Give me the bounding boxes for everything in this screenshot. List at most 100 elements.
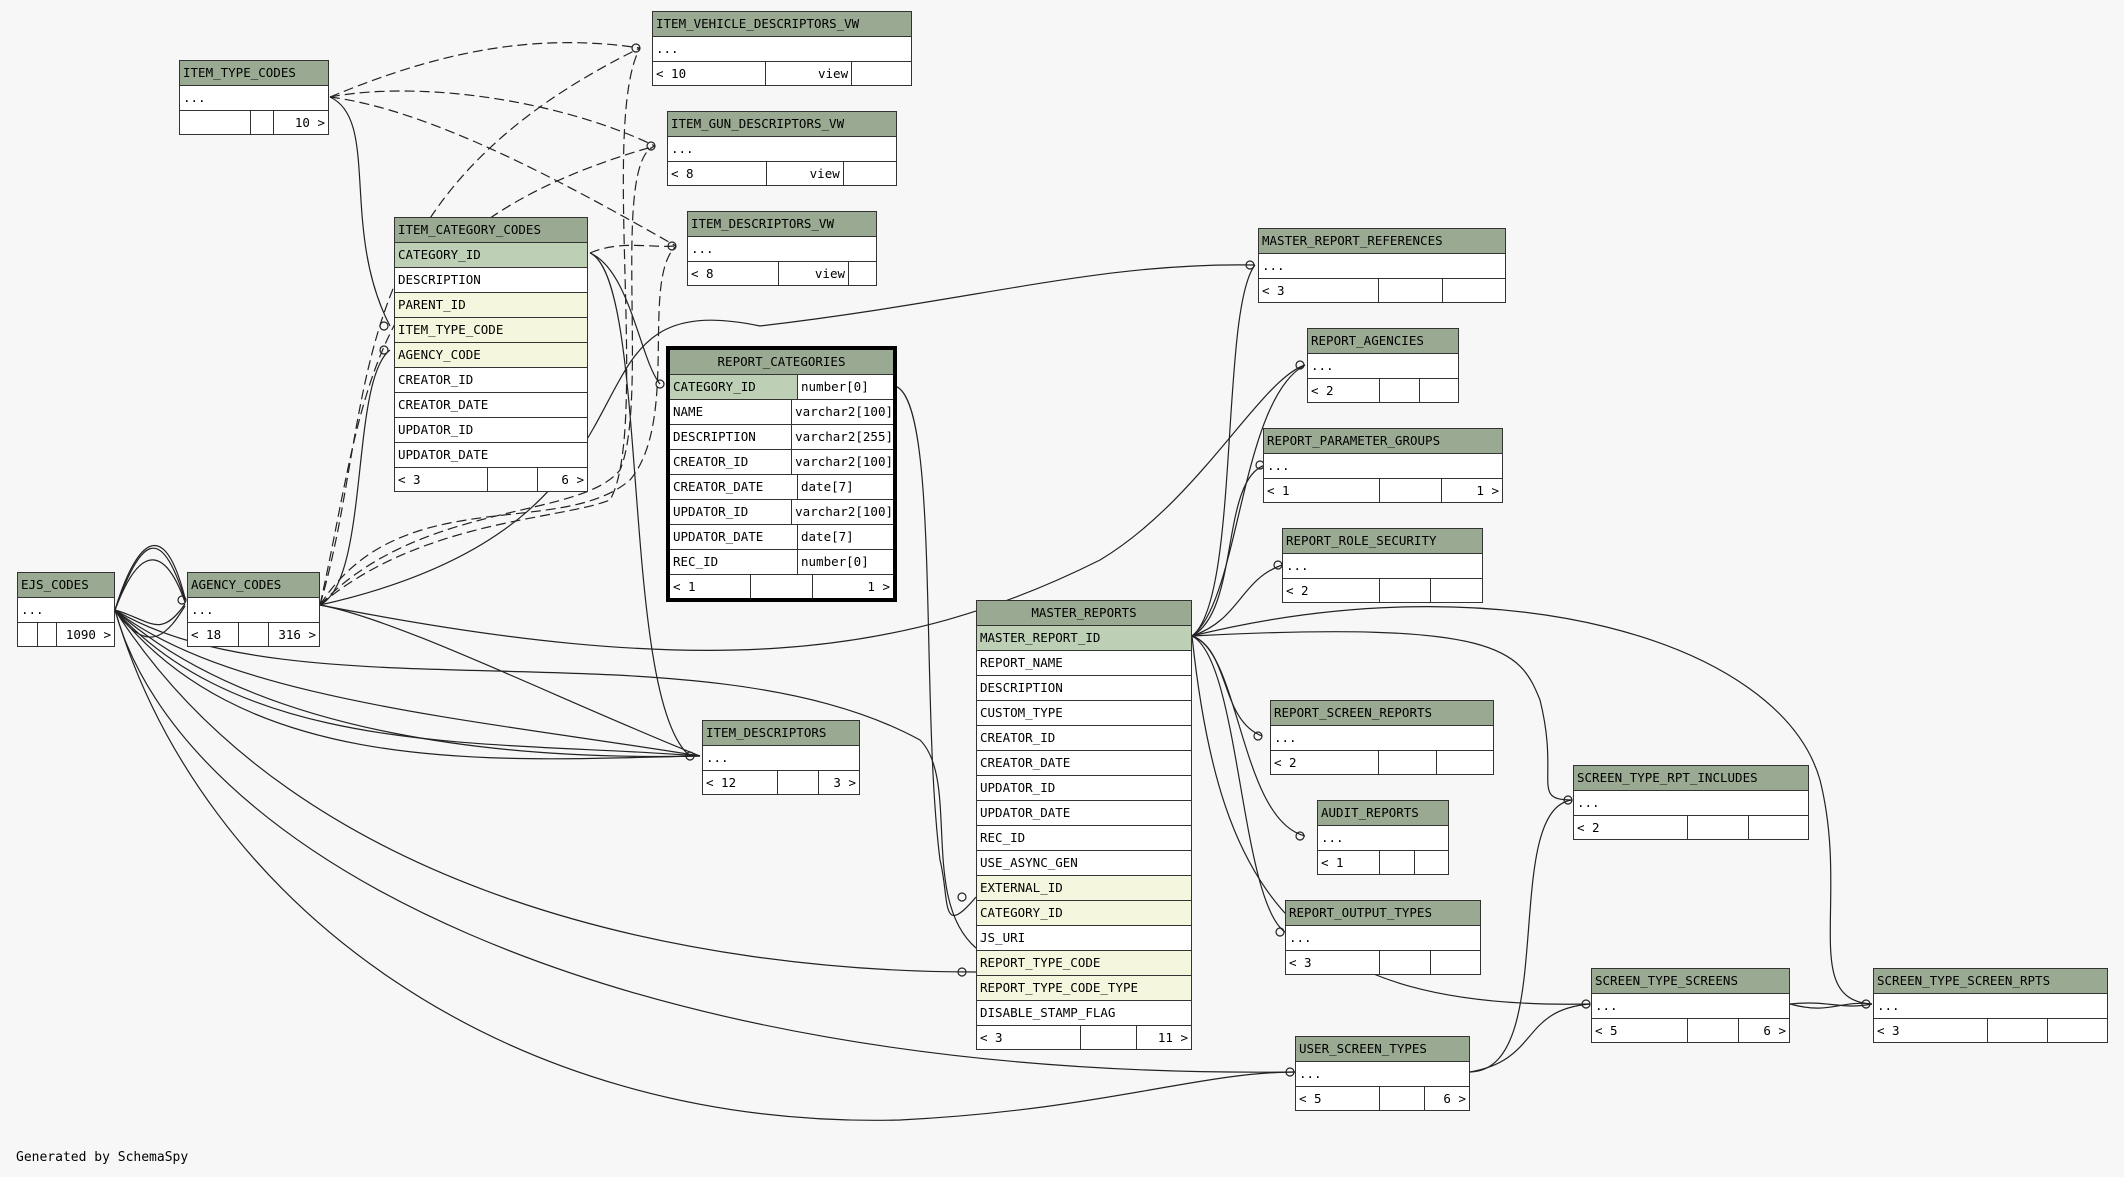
column-name: MASTER_REPORT_ID <box>980 630 1101 645</box>
table-title: REPORT_OUTPUT_TYPES <box>1286 901 1480 926</box>
parent-count: < 10 <box>653 62 766 85</box>
column-row: DISABLE_STAMP_FLAG <box>977 1001 1191 1026</box>
relation-line <box>114 559 186 611</box>
zero-marker <box>1581 999 1591 1009</box>
column-name: CATEGORY_ID <box>980 905 1063 920</box>
child-count: 10 > <box>294 115 325 130</box>
spacer-cell <box>488 468 538 491</box>
spacer-cell <box>1380 379 1420 402</box>
table-title: REPORT_CATEGORIES <box>670 350 893 375</box>
relation-line <box>114 547 186 611</box>
table-item-descriptors-vw[interactable]: ITEM_DESCRIPTORS_VW ... < 8 view <box>687 211 877 286</box>
table-item-gun-descriptors-vw[interactable]: ITEM_GUN_DESCRIPTORS_VW ... < 8 view <box>667 111 897 186</box>
column-row: USE_ASYNC_GEN <box>977 851 1191 876</box>
relation-line <box>1191 364 1306 637</box>
table-item-category-codes[interactable]: ITEM_CATEGORY_CODES CATEGORY_ID DESCRIPT… <box>394 217 588 492</box>
table-agency-codes[interactable]: AGENCY_CODES ... < 18 316 > <box>187 572 320 647</box>
table-report-parameter-groups[interactable]: REPORT_PARAMETER_GROUPS ... < 1 1 > <box>1263 428 1503 503</box>
column-name: REPORT_NAME <box>980 655 1063 670</box>
column-type: varchar2[100] <box>791 500 893 524</box>
zero-marker <box>1295 831 1305 841</box>
view-label: view <box>767 162 844 185</box>
collapsed-columns: ... <box>1318 826 1448 851</box>
table-item-vehicle-descriptors-vw[interactable]: ITEM_VEHICLE_DESCRIPTORS_VW ... < 10 vie… <box>652 11 912 86</box>
table-title: AUDIT_REPORTS <box>1318 801 1448 826</box>
column-row: UPDATOR_DATE date[7] <box>670 525 893 550</box>
relation-line <box>114 609 701 757</box>
relation-line <box>329 90 656 147</box>
column-name: UPDATOR_ID <box>980 780 1056 795</box>
table-screen-type-rpt-includes[interactable]: SCREEN_TYPE_RPT_INCLUDES ... < 2 <box>1573 765 1809 840</box>
zero-marker <box>685 751 695 761</box>
column-type: varchar2[100] <box>791 400 893 424</box>
relation-line <box>1789 1002 1873 1007</box>
parent-count: < 3 <box>1874 1019 1988 1042</box>
column-row: UPDATOR_DATE <box>395 443 587 468</box>
column-name: UPDATOR_DATE <box>673 529 764 544</box>
table-footer: < 1 1 > <box>1264 479 1502 502</box>
column-name: AGENCY_CODE <box>398 347 481 362</box>
collapsed-columns: ... <box>1574 791 1808 816</box>
column-name: REC_ID <box>980 830 1026 845</box>
column-name: USE_ASYNC_GEN <box>980 855 1078 870</box>
column-name: CREATOR_DATE <box>398 397 489 412</box>
table-title: EJS_CODES <box>18 573 114 598</box>
zero-marker <box>1861 999 1871 1009</box>
column-name: UPDATOR_ID <box>398 422 474 437</box>
table-footer: < 1 1 > <box>670 575 893 598</box>
parent-count: < 12 <box>703 771 778 794</box>
table-report-agencies[interactable]: REPORT_AGENCIES ... < 2 <box>1307 328 1459 403</box>
parent-count: < 18 <box>188 623 240 646</box>
relation-line <box>319 604 701 757</box>
column-name: DESCRIPTION <box>673 429 756 444</box>
table-item-descriptors[interactable]: ITEM_DESCRIPTORS ... < 12 3 > <box>702 720 860 795</box>
spacer-cell <box>251 111 274 134</box>
relation-line <box>1191 635 1286 933</box>
table-screen-type-screens[interactable]: SCREEN_TYPE_SCREENS ... < 5 6 > <box>1591 968 1790 1043</box>
table-user-screen-types[interactable]: USER_SCREEN_TYPES ... < 5 6 > <box>1295 1036 1470 1111</box>
table-item-type-codes[interactable]: ITEM_TYPE_CODES ... 10 > <box>179 60 329 135</box>
column-name: CREATOR_ID <box>398 372 474 387</box>
parent-count: < 2 <box>1308 379 1380 402</box>
relation-line <box>589 244 677 254</box>
table-audit-reports[interactable]: AUDIT_REPORTS ... < 1 <box>1317 800 1449 875</box>
child-count: 6 > <box>561 472 584 487</box>
table-report-screen-reports[interactable]: REPORT_SCREEN_REPORTS ... < 2 <box>1270 700 1494 775</box>
zero-marker <box>379 321 389 331</box>
relation-line <box>1191 264 1256 637</box>
column-type: date[7] <box>797 525 893 549</box>
spacer-cell <box>778 771 819 794</box>
table-master-report-references[interactable]: MASTER_REPORT_REFERENCES ... < 3 <box>1258 228 1506 303</box>
table-report-role-security[interactable]: REPORT_ROLE_SECURITY ... < 2 <box>1282 528 1483 603</box>
spacer-cell <box>1379 279 1443 302</box>
spacer-cell <box>1380 851 1415 874</box>
column-row: CREATOR_DATE <box>977 751 1191 776</box>
column-name: REC_ID <box>673 554 719 569</box>
spacer-cell <box>1688 1019 1739 1042</box>
column-row: EXTERNAL_ID <box>977 876 1191 901</box>
relation-line <box>114 609 1296 1121</box>
table-screen-type-screen-rpts[interactable]: SCREEN_TYPE_SCREEN_RPTS ... < 3 <box>1873 968 2108 1043</box>
child-count <box>1437 751 1494 774</box>
table-footer: < 3 <box>1286 951 1480 974</box>
column-name: ITEM_TYPE_CODE <box>398 322 504 337</box>
column-name: DISABLE_STAMP_FLAG <box>980 1005 1116 1020</box>
column-type: varchar2[100] <box>791 450 893 474</box>
parent-count: < 1 <box>670 575 751 598</box>
column-name: UPDATOR_DATE <box>980 805 1071 820</box>
relation-line <box>114 603 186 626</box>
table-report-output-types[interactable]: REPORT_OUTPUT_TYPES ... < 3 <box>1285 900 1481 975</box>
table-footer: < 8 view <box>688 262 876 285</box>
parent-count: < 1 <box>1264 479 1380 502</box>
table-master-reports[interactable]: MASTER_REPORTS MASTER_REPORT_ID REPORT_N… <box>976 600 1192 1050</box>
zero-marker <box>1245 260 1255 270</box>
table-footer: < 8 view <box>668 162 896 185</box>
table-ejs-codes[interactable]: EJS_CODES ... 1090 > <box>17 572 115 647</box>
child-count <box>849 262 876 285</box>
child-count <box>2048 1019 2107 1042</box>
collapsed-columns: ... <box>1264 454 1502 479</box>
